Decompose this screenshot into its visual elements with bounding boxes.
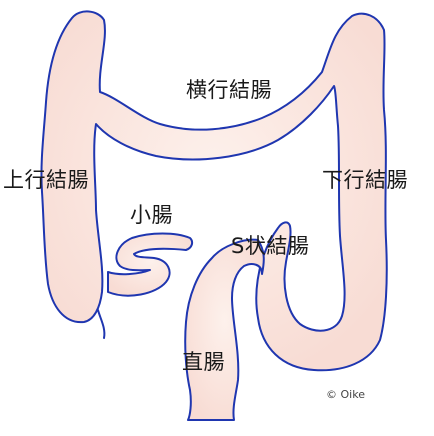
label-rectum: 直腸 <box>182 350 225 374</box>
label-ascending-colon: 上行結腸 <box>3 168 89 192</box>
label-descending-colon: 下行結腸 <box>322 168 408 192</box>
label-small-intestine: 小腸 <box>130 203 173 227</box>
appendix <box>97 309 106 339</box>
large-intestine <box>40 10 388 372</box>
small-intestine <box>107 232 194 297</box>
label-sigmoid-colon: S状結腸 <box>231 234 310 258</box>
copyright-notice: © Oike <box>326 388 365 401</box>
label-transverse-colon: 横行結腸 <box>186 78 272 102</box>
sigmoid-rectum <box>184 238 265 421</box>
